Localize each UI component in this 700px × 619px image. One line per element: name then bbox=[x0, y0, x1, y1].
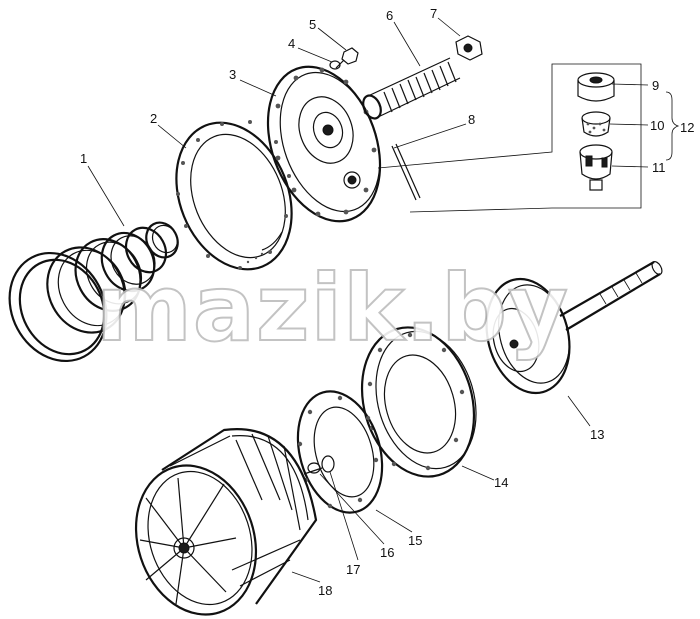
callout-13: 13 bbox=[590, 427, 604, 442]
part-11-valve-body bbox=[579, 144, 613, 191]
callout-18: 18 bbox=[318, 583, 332, 598]
part-1-conical-spring bbox=[8, 221, 179, 363]
callout-11: 11 bbox=[652, 160, 666, 175]
callout-12: 12 bbox=[680, 120, 694, 135]
part-13-shaft-disc bbox=[485, 261, 663, 395]
callout-1: 1 bbox=[80, 151, 87, 166]
part-7-nut bbox=[455, 35, 483, 61]
callout-14: 14 bbox=[494, 475, 508, 490]
callout-15: 15 bbox=[408, 533, 422, 548]
callout-17: 17 bbox=[346, 562, 360, 577]
callout-6: 6 bbox=[386, 8, 393, 23]
part-5-bolt bbox=[335, 47, 359, 69]
part-16-washer bbox=[307, 462, 321, 474]
part-9-cap bbox=[577, 72, 615, 102]
part-18-finned-hub bbox=[134, 428, 318, 616]
callout-9: 9 bbox=[652, 78, 659, 93]
watermark: mazik.by bbox=[96, 255, 569, 362]
leader-lines bbox=[87, 17, 591, 583]
part-4-washer bbox=[329, 60, 341, 70]
callout-5: 5 bbox=[309, 17, 316, 32]
part-3-cover-plate bbox=[266, 65, 382, 223]
callout-2: 2 bbox=[150, 111, 157, 126]
part-17-screw bbox=[303, 455, 335, 475]
callout-10: 10 bbox=[650, 118, 664, 133]
part-14-ring-gear bbox=[360, 326, 477, 478]
callout-8: 8 bbox=[468, 112, 475, 127]
callout-4: 4 bbox=[288, 36, 295, 51]
callout-7: 7 bbox=[430, 6, 437, 21]
part-6-threaded-tube bbox=[362, 57, 461, 120]
callout-3: 3 bbox=[229, 67, 236, 82]
part-15-flange bbox=[296, 390, 384, 514]
callout-16: 16 bbox=[380, 545, 394, 560]
callout-numbers: 1 2 3 4 5 6 7 8 9 10 12 11 13 14 15 16 1… bbox=[80, 6, 694, 598]
part-10-filter-screen bbox=[581, 111, 611, 137]
part-2-gasket bbox=[175, 120, 293, 271]
part-8-rod bbox=[391, 143, 421, 201]
inset-group-12 bbox=[377, 63, 680, 213]
